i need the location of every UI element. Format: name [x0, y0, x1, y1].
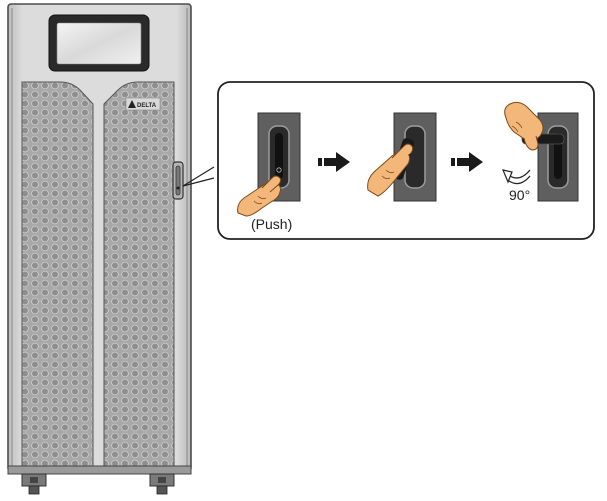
left-mesh-panel	[21, 81, 94, 467]
callout-pointer	[182, 166, 215, 187]
cabinet-door-handle[interactable]	[172, 161, 184, 200]
arrow-right-icon-1	[318, 152, 350, 172]
right-caster	[149, 473, 175, 495]
brand-logo: DELTA	[125, 97, 161, 111]
step-3-label: 90°	[509, 187, 530, 203]
hand-icon	[504, 101, 544, 151]
right-mesh-panel	[103, 81, 175, 467]
hand-icon	[237, 175, 282, 217]
brand-logo-text: DELTA	[137, 103, 157, 109]
hand-icon	[367, 143, 414, 197]
step-3-rotate: 90°	[502, 101, 579, 203]
step-1-push: (Push)	[237, 112, 301, 232]
step-2-pull	[367, 112, 437, 202]
display-screen	[56, 22, 142, 65]
rotate-arrow-icon	[502, 169, 533, 185]
left-caster	[21, 473, 47, 495]
step-1-label: (Push)	[251, 216, 292, 232]
ups-cabinet: DELTA	[7, 3, 192, 495]
arrow-right-icon-2	[451, 152, 483, 172]
